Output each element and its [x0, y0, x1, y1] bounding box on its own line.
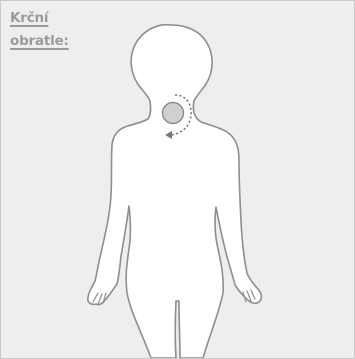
neck-vertebra-circle-icon	[163, 103, 184, 124]
body-silhouette	[88, 25, 262, 358]
